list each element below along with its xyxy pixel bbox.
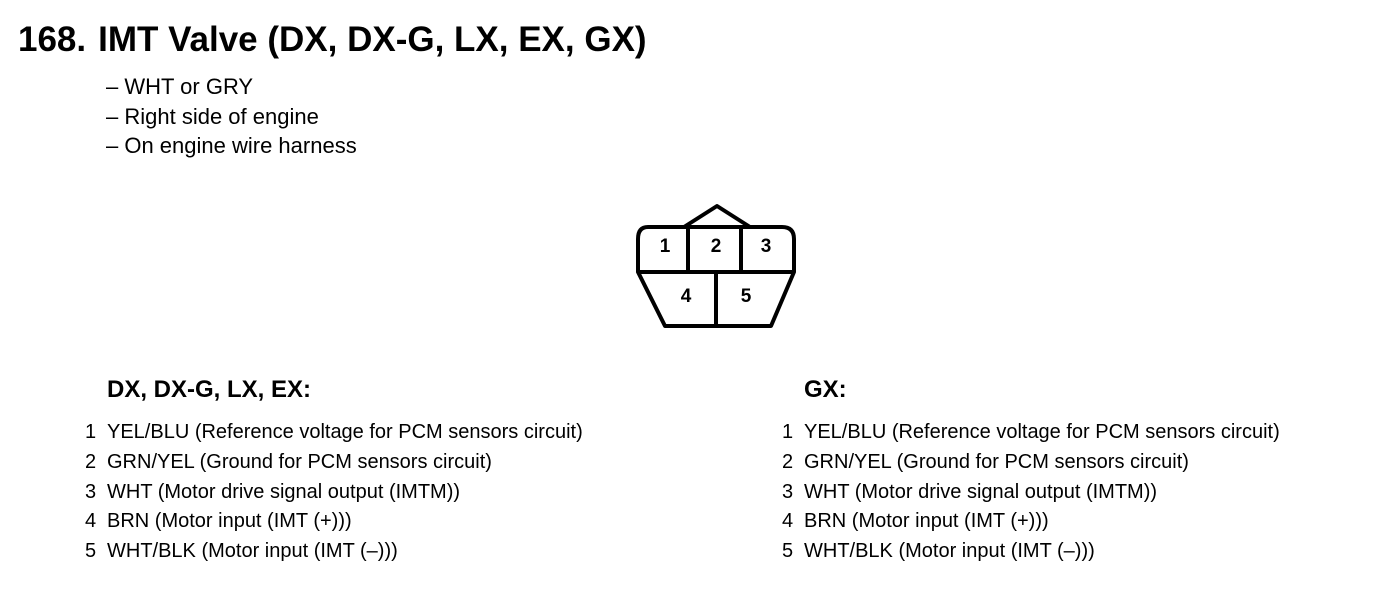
pin-number: 2 <box>85 450 97 473</box>
terminal-label: 2 <box>711 236 722 257</box>
pin-number: 1 <box>782 421 794 443</box>
pin-description: GRN/YEL (Ground for PCM sensors circuit) <box>107 450 492 473</box>
terminal-label: 4 <box>681 286 692 307</box>
list-item: 1 YEL/BLU (Reference voltage for PCM sens… <box>777 418 1280 448</box>
pin-number: 3 <box>782 480 794 503</box>
pin-description: YEL/BLU (Reference voltage for PCM senso… <box>804 421 1280 443</box>
page-title: 168. IMT Valve (DX, DX-G, LX, EX, GX) <box>18 18 647 62</box>
pin-number: 1 <box>85 421 97 443</box>
pin-number: 5 <box>85 540 97 563</box>
pin-number: 4 <box>85 510 97 533</box>
pin-description: GRN/YEL (Ground for PCM sensors circuit) <box>804 450 1189 473</box>
pin-number: 4 <box>782 510 794 533</box>
terminal-label: 5 <box>741 286 752 307</box>
connector-notes: – WHT or GRY – Right side of engine – On… <box>106 72 357 161</box>
connector-outline <box>636 204 796 328</box>
pin-number: 3 <box>85 480 97 503</box>
list-item: 2 GRN/YEL (Ground for PCM sensors circuit… <box>777 448 1280 478</box>
pin-description: WHT (Motor drive signal output (IMTM)) <box>107 480 461 503</box>
terminal-label: 1 <box>660 236 671 257</box>
pin-list: 1 YEL/BLU (Reference voltage for PCM sens… <box>777 418 1280 567</box>
pin-description: WHT/BLK (Motor input (IMT (–))) <box>804 540 1095 563</box>
column-heading: GX: <box>804 376 847 403</box>
list-item: 2 GRN/YEL (Ground for PCM sensors circuit… <box>80 448 583 478</box>
pin-description: BRN (Motor input (IMT (+))) <box>804 510 1049 533</box>
pin-list: 1 YEL/BLU (Reference voltage for PCM sens… <box>80 418 583 567</box>
pinout-column-gx: GX: 1 YEL/BLU (Reference voltage for PCM … <box>777 374 1280 567</box>
connector-diagram: 1 2 3 4 5 <box>636 204 796 328</box>
column-heading: DX, DX-G, LX, EX: <box>107 376 312 403</box>
terminal-label: 3 <box>761 236 772 257</box>
pin-description: YEL/BLU (Reference voltage for PCM senso… <box>107 421 583 443</box>
list-item: 3 WHT (Motor drive signal output (IMTM)) <box>777 478 1280 508</box>
list-item: 1 YEL/BLU (Reference voltage for PCM sens… <box>80 418 583 448</box>
list-item: 4 BRN (Motor input (IMT (+))) <box>80 507 583 537</box>
pinout-column-dx-dxg-lx-ex: DX, DX-G, LX, EX: 1 YEL/BLU (Reference vo… <box>80 374 583 567</box>
list-item: 5 WHT/BLK (Motor input (IMT (–))) <box>80 537 583 567</box>
section-title: IMT Valve (DX, DX-G, LX, EX, GX) <box>98 20 647 59</box>
pin-description: WHT/BLK (Motor input (IMT (–))) <box>107 540 398 563</box>
pin-number: 2 <box>782 450 794 473</box>
pin-number: 5 <box>782 540 794 563</box>
list-item: 4 BRN (Motor input (IMT (+))) <box>777 507 1280 537</box>
section-number: 168. <box>18 20 87 59</box>
note-color: – WHT or GRY <box>106 74 254 99</box>
note-location: – Right side of engine <box>106 103 319 129</box>
note-harness: – On engine wire harness <box>106 133 357 158</box>
pin-description: BRN (Motor input (IMT (+))) <box>107 510 352 533</box>
list-item: 5 WHT/BLK (Motor input (IMT (–))) <box>777 537 1280 567</box>
pin-description: WHT (Motor drive signal output (IMTM)) <box>804 480 1158 503</box>
list-item: 3 WHT (Motor drive signal output (IMTM)) <box>80 478 583 508</box>
